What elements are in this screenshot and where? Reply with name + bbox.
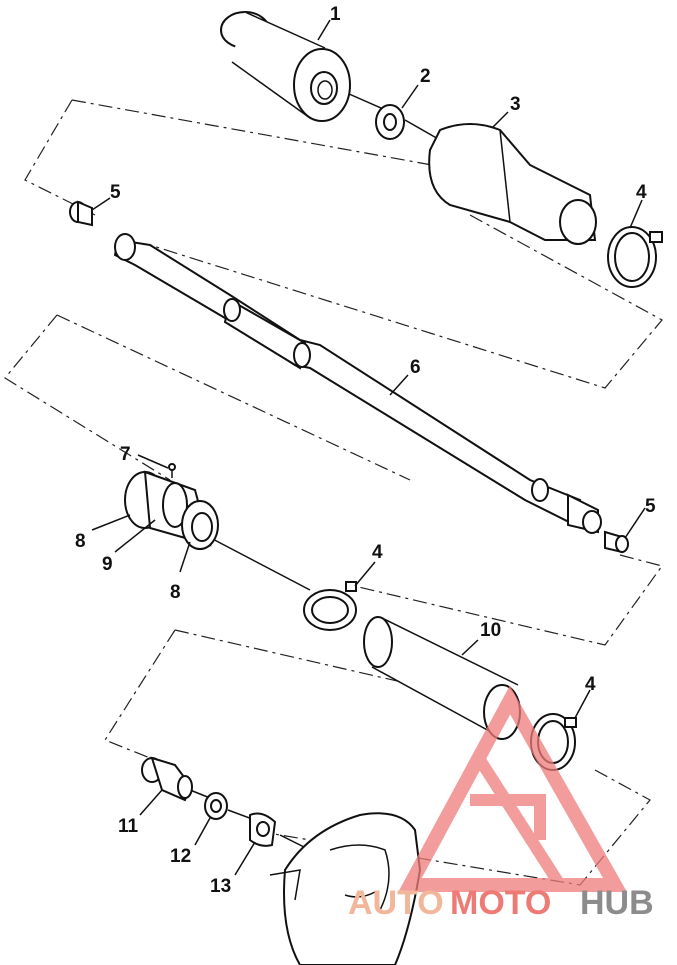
part-5-plug-upper	[69, 200, 93, 227]
callout-4: 4	[585, 674, 596, 695]
callout-13: 13	[210, 876, 231, 897]
callout-5: 5	[110, 182, 121, 203]
callout-5: 5	[645, 496, 656, 517]
part-11-fitting	[141, 756, 193, 802]
callout-1: 1	[330, 4, 341, 25]
leader-lines	[91, 19, 646, 876]
watermark-text: AUTO MOTO HUB	[348, 884, 654, 922]
part-2-washer	[375, 104, 405, 140]
part-4-clamp-middle	[303, 581, 357, 631]
part-5-plug-lower	[604, 530, 629, 554]
watermark-logo	[398, 685, 628, 892]
svg-text:AUTO: AUTO	[348, 884, 444, 922]
svg-text:MOTO: MOTO	[450, 884, 551, 922]
callout-11: 11	[118, 816, 139, 837]
svg-text:HUB: HUB	[580, 884, 654, 922]
callout-7: 7	[120, 444, 131, 465]
callout-4: 4	[372, 542, 383, 563]
callout-3: 3	[510, 94, 521, 115]
part-7-8-9-bearing-assembly	[124, 463, 219, 550]
part-6-shaft	[113, 233, 602, 534]
part-12-washer	[204, 792, 228, 820]
part-1-bushing	[220, 11, 351, 122]
part-4-clamp-upper	[607, 226, 663, 288]
callout-9: 9	[102, 554, 113, 575]
callout-2: 2	[420, 66, 431, 87]
callout-10: 10	[480, 620, 501, 641]
part-3-boot	[428, 123, 597, 245]
callout-6: 6	[410, 357, 421, 378]
callout-12: 12	[170, 846, 191, 867]
callout-8: 8	[170, 582, 181, 603]
callout-4: 4	[636, 182, 647, 203]
callout-labels: 1 2 3 4 4 5 5 6 7 8 9 8 4 10 11 12 13	[75, 4, 656, 897]
callout-8: 8	[75, 531, 86, 552]
part-13-bracket	[249, 812, 277, 847]
